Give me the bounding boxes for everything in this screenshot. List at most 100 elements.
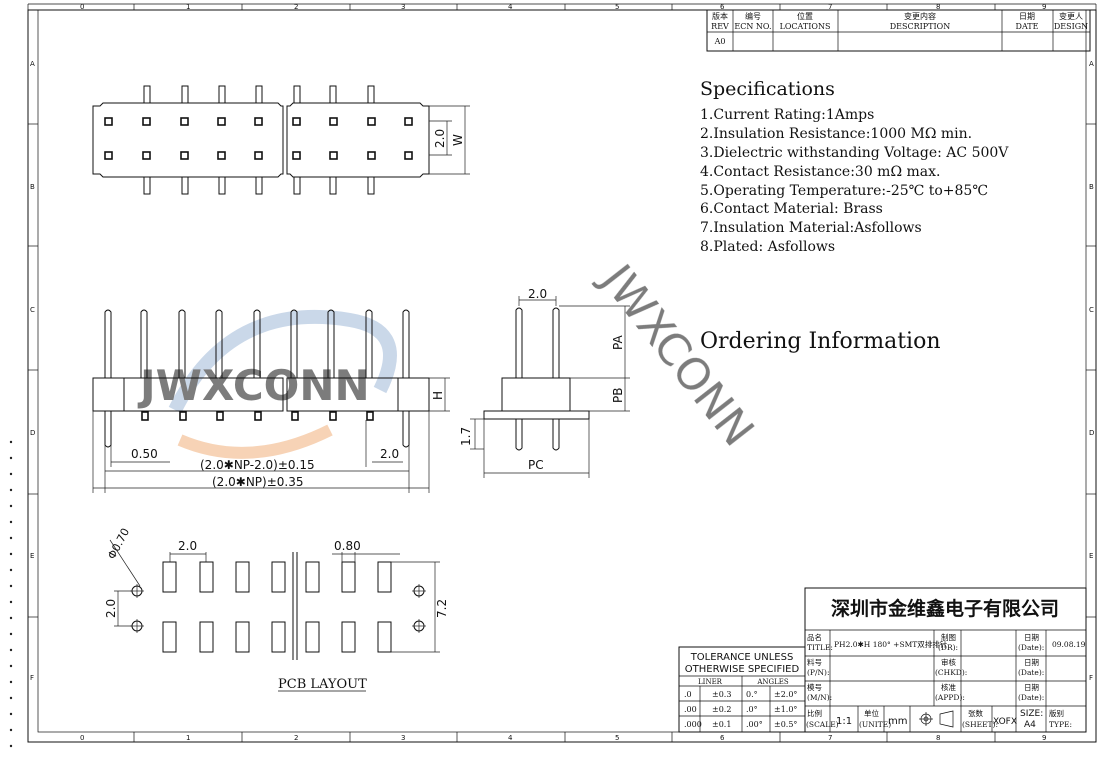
svg-text:9: 9 bbox=[1042, 734, 1046, 742]
col-5: 5 bbox=[615, 3, 619, 11]
dim-pcb-dia: Φ0.70 bbox=[105, 526, 132, 561]
spec-item: 8.Plated: Asfollows bbox=[700, 239, 835, 255]
dim-side-h: H bbox=[431, 391, 445, 400]
svg-text:1: 1 bbox=[186, 734, 190, 742]
row-letters-right: A B C D E F bbox=[1089, 60, 1094, 682]
rev-header-cn: 版本 bbox=[712, 11, 728, 21]
col-4: 4 bbox=[508, 3, 513, 11]
col-8: 8 bbox=[936, 3, 940, 11]
spec-title: Specifications bbox=[700, 78, 835, 100]
svg-text:2: 2 bbox=[294, 734, 298, 742]
dim-end-pb: PB bbox=[611, 388, 625, 403]
rev-header-en: REV bbox=[711, 22, 729, 31]
svg-text:制图: 制图 bbox=[941, 632, 956, 642]
title-block: 深圳市金维鑫电子有限公司 品名 TITLE: PH2.0✱H 180° +SMT… bbox=[804, 587, 1087, 733]
svg-text:±2.0°: ±2.0° bbox=[774, 690, 797, 699]
svg-text:张数: 张数 bbox=[968, 708, 983, 718]
svg-text:LOCATIONS: LOCATIONS bbox=[780, 22, 831, 31]
svg-text:JWXCONN: JWXCONN bbox=[589, 253, 763, 456]
svg-text:±0.1: ±0.1 bbox=[712, 720, 731, 729]
svg-text:±0.5°: ±0.5° bbox=[774, 720, 797, 729]
svg-text:0.°: 0.° bbox=[746, 690, 758, 699]
tolerance-table: TOLERANCE UNLESS OTHERWISE SPECIFIED LIN… bbox=[678, 646, 806, 733]
svg-text:DESCRIPTION: DESCRIPTION bbox=[890, 22, 950, 31]
svg-text:±0.2: ±0.2 bbox=[712, 705, 731, 714]
pcb-layout: Φ0.70 2.0 2.0 0.80 7.2 PCB LAYOUT bbox=[104, 526, 449, 692]
spec-item: 2.Insulation Resistance:1000 MΩ min. bbox=[700, 126, 972, 142]
tolerance-col-liner: LINER bbox=[698, 678, 723, 686]
drawing-date: 09.08.19 bbox=[1052, 640, 1086, 649]
col-6: 6 bbox=[720, 3, 725, 11]
svg-text:C: C bbox=[1089, 306, 1094, 314]
svg-text:A: A bbox=[1089, 60, 1094, 68]
row-letters-left: A B C D E F bbox=[30, 60, 35, 682]
projection-symbol-icon bbox=[919, 710, 954, 728]
spec-item: 4.Contact Resistance:30 mΩ max. bbox=[700, 164, 940, 180]
svg-text:.000: .000 bbox=[684, 720, 702, 729]
svg-text:ECN NO.: ECN NO. bbox=[734, 22, 771, 31]
dim-pcb-pitch-x: 2.0 bbox=[178, 539, 197, 553]
spec-item: 6.Contact Material: Brass bbox=[700, 201, 883, 217]
ordering-title: Ordering Information bbox=[700, 329, 941, 354]
col-9: 9 bbox=[1042, 3, 1046, 11]
svg-text:日期: 日期 bbox=[1024, 658, 1039, 667]
svg-text:比例: 比例 bbox=[807, 708, 822, 718]
spec-item: 3.Dielectric withstanding Voltage: AC 50… bbox=[700, 145, 1009, 161]
svg-text:7: 7 bbox=[828, 734, 832, 742]
svg-text:±1.0°: ±1.0° bbox=[774, 705, 797, 714]
svg-text:A: A bbox=[30, 60, 35, 68]
dim-end-pc: PC bbox=[528, 458, 544, 472]
end-view: 2.0 PA PB PC 1.7 bbox=[459, 287, 630, 478]
spec-item: 5.Operating Temperature:-25℃ to+85℃ bbox=[700, 183, 988, 199]
svg-text:(Date):: (Date): bbox=[1018, 668, 1044, 677]
svg-text:(CHKD):: (CHKD): bbox=[935, 668, 967, 677]
svg-text:SIZE:: SIZE: bbox=[1020, 709, 1043, 719]
spec-item: 1.Current Rating:1Amps bbox=[700, 107, 874, 123]
pcb-layout-label: PCB LAYOUT bbox=[278, 677, 367, 692]
dim-formula-inner: (2.0✱NP-2.0)±0.15 bbox=[200, 458, 315, 472]
dim-end-pitch: 2.0 bbox=[528, 287, 547, 301]
svg-text:B: B bbox=[1089, 183, 1094, 191]
col-3: 3 bbox=[401, 3, 405, 11]
col-0: 0 bbox=[80, 3, 84, 11]
svg-text:DATE: DATE bbox=[1016, 22, 1039, 31]
tolerance-col-angles: ANGLES bbox=[756, 678, 789, 686]
svg-text:E: E bbox=[1089, 552, 1093, 560]
svg-text:变更人: 变更人 bbox=[1059, 11, 1083, 21]
svg-text:.0: .0 bbox=[684, 690, 692, 699]
svg-text:(Date):: (Date): bbox=[1018, 693, 1044, 702]
svg-text:DESIGN: DESIGN bbox=[1054, 22, 1088, 31]
dim-end-pa: PA bbox=[611, 335, 625, 350]
svg-text:±0.3: ±0.3 bbox=[712, 690, 731, 699]
watermark-text: JWXCONN bbox=[137, 361, 370, 410]
column-numbers-bottom: 0 1 2 3 4 5 6 7 8 9 bbox=[80, 734, 1046, 742]
svg-text:3: 3 bbox=[401, 734, 405, 742]
svg-text:4: 4 bbox=[508, 734, 513, 742]
svg-text:.00: .00 bbox=[684, 705, 697, 714]
spec-item: 7.Insulation Material:Asfollows bbox=[700, 220, 922, 236]
scale-value: 1:1 bbox=[836, 716, 852, 727]
svg-text:5: 5 bbox=[615, 734, 619, 742]
svg-text:F: F bbox=[1089, 674, 1093, 682]
watermark-logo: JWXCONN JWXCONN bbox=[137, 253, 764, 459]
svg-text:日期: 日期 bbox=[1019, 12, 1035, 21]
svg-text:(DR):: (DR): bbox=[938, 643, 958, 652]
dim-pcb-pad: 0.80 bbox=[334, 539, 361, 553]
svg-text:(M/N):: (M/N): bbox=[807, 693, 832, 702]
svg-text:核准: 核准 bbox=[941, 682, 956, 692]
svg-text:编号: 编号 bbox=[745, 11, 761, 21]
dim-bottom-pitch: 2.0 bbox=[380, 447, 399, 461]
svg-text:B: B bbox=[30, 183, 35, 191]
svg-text:(SCALE): (SCALE) bbox=[806, 720, 839, 729]
svg-text:位置: 位置 bbox=[797, 11, 813, 21]
col-7: 7 bbox=[828, 3, 832, 11]
svg-text:(UNITE): (UNITE) bbox=[859, 720, 891, 729]
svg-text:料号: 料号 bbox=[807, 657, 822, 667]
svg-text:TYPE:: TYPE: bbox=[1049, 720, 1072, 729]
svg-text:F: F bbox=[30, 674, 34, 682]
sheet-value: XOFX bbox=[993, 717, 1017, 727]
dim-formula-outer: (2.0✱NP)±0.35 bbox=[212, 475, 304, 489]
svg-text:D: D bbox=[1089, 429, 1094, 437]
svg-text:.0°: .0° bbox=[746, 705, 758, 714]
